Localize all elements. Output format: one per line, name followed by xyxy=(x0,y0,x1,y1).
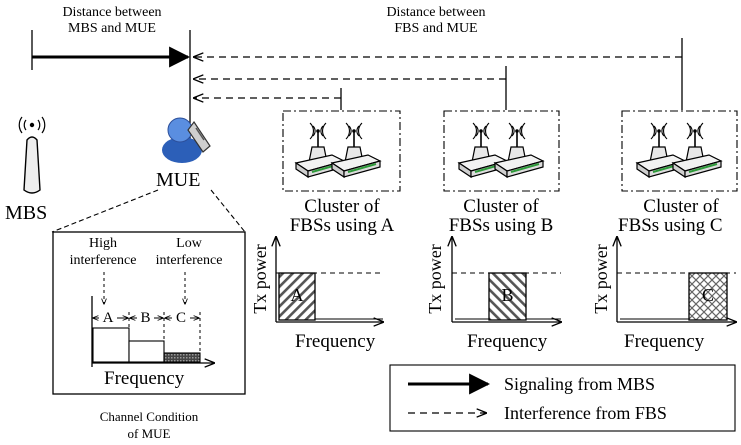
cluster-b-box xyxy=(443,110,560,192)
mue-frequency-xlabel: Frequency xyxy=(104,368,185,389)
mue-band-a-label: A xyxy=(99,311,117,326)
tx-chart-b xyxy=(452,237,561,322)
tx-chart-a xyxy=(276,237,383,322)
low-interference-line2: interference xyxy=(155,253,223,268)
tx-power-ylabel-b: Tx power xyxy=(425,244,445,314)
channel-caption-line1: Channel Condition xyxy=(99,409,199,424)
mbs-mue-distance-line1: Distance between xyxy=(62,5,162,20)
zoom-line-right xyxy=(210,189,246,233)
tx-chart-c xyxy=(617,237,736,322)
mue-user-icon xyxy=(162,117,211,163)
band-c-block xyxy=(688,272,728,321)
band-b-letter: B xyxy=(501,285,514,305)
mue-band-c-label: C xyxy=(172,311,190,326)
channel-caption-line2: of MUE xyxy=(127,426,171,441)
fbs-mue-distance-line1: Distance between xyxy=(386,5,486,20)
legend-box xyxy=(389,364,736,432)
band-b-block xyxy=(488,272,527,321)
femtocell-icon xyxy=(331,122,381,178)
channel-condition-box xyxy=(52,231,246,395)
tx-power-ylabel-c: Tx power xyxy=(591,244,611,314)
zoom-line-left xyxy=(51,189,159,233)
legend-signaling-label: Signaling from MBS xyxy=(504,374,656,394)
frequency-xlabel-c: Frequency xyxy=(624,331,705,352)
cluster-c-label-line1: Cluster of xyxy=(643,196,719,217)
mbs-tower-icon xyxy=(18,116,46,194)
high-interference-line2: interference xyxy=(69,253,137,268)
band-a-block xyxy=(278,272,316,321)
mue-label: MUE xyxy=(156,169,201,191)
band-a-level xyxy=(92,327,130,363)
band-c-letter: C xyxy=(701,285,714,305)
high-interference-line1: High xyxy=(89,236,117,251)
cluster-c-box xyxy=(621,110,738,192)
distance-arrows xyxy=(31,30,683,140)
frequency-xlabel-a: Frequency xyxy=(295,331,376,352)
mue-band-b-label: B xyxy=(137,311,154,326)
band-b-level xyxy=(128,340,165,363)
low-interference-line1: Low xyxy=(176,236,202,251)
fbs-mue-distance-line2: FBS and MUE xyxy=(394,21,478,36)
frequency-xlabel-b: Frequency xyxy=(467,331,548,352)
cluster-c-label-line2: FBSs using C xyxy=(618,215,723,236)
tx-power-ylabel-a: Tx power xyxy=(250,244,270,314)
legend-interference-label: Interference from FBS xyxy=(504,403,667,423)
band-c-level xyxy=(163,352,201,363)
cluster-a-label-line1: Cluster of xyxy=(304,196,380,217)
femtocell-icon xyxy=(672,122,722,178)
femtocell-icon xyxy=(494,122,544,178)
band-a-letter: A xyxy=(290,285,304,305)
mbs-label: MBS xyxy=(5,202,48,224)
cluster-b-label-line1: Cluster of xyxy=(463,196,539,217)
cluster-a-box xyxy=(282,110,401,192)
cluster-a-label-line2: FBSs using A xyxy=(289,215,395,236)
mbs-mue-distance-line2: MBS and MUE xyxy=(68,21,156,36)
cluster-b-label-line2: FBSs using B xyxy=(448,215,554,236)
